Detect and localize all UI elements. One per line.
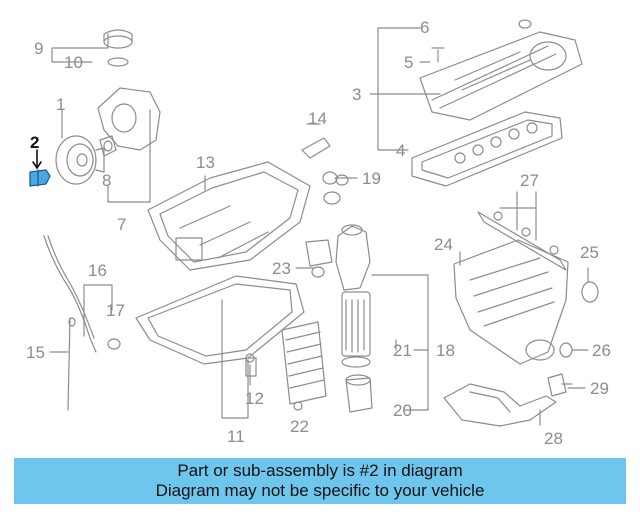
- part-14-sleeve: [301, 137, 331, 159]
- callout-21: 21: [393, 341, 412, 360]
- callout-27: 27: [520, 171, 539, 190]
- callout-14: 14: [308, 109, 327, 128]
- banner-line-2: Diagram may not be specific to your vehi…: [155, 481, 485, 500]
- callout-9: 9: [34, 39, 44, 58]
- valve-cover: [419, 19, 583, 121]
- seal-26: [559, 342, 573, 358]
- callout-6: 6: [420, 18, 430, 37]
- info-banner: Part or sub-assembly is #2 in diagram Di…: [14, 458, 626, 504]
- callout-24: 24: [434, 235, 453, 254]
- crank-pulley: [55, 135, 105, 185]
- callout-17: 17: [106, 301, 125, 320]
- callout-7: 7: [117, 215, 127, 234]
- valve-cover-gasket: [411, 111, 563, 187]
- drain-bolt-12: [245, 357, 257, 377]
- intake-manifold: [453, 239, 569, 365]
- callout-8: 8: [102, 171, 112, 190]
- bracket-28: [443, 383, 557, 427]
- callout-26: 26: [592, 341, 611, 360]
- seals-19: [322, 171, 349, 205]
- callout-12: 12: [245, 389, 264, 408]
- upper-oil-pan: [147, 161, 311, 271]
- oil-filler-cap: [103, 29, 133, 67]
- bolt-part-2: [29, 149, 51, 187]
- manifold-gasket-27: [477, 211, 567, 271]
- callout-2: 2: [30, 133, 40, 152]
- seal-25: [581, 281, 599, 303]
- callout-25: 25: [580, 243, 599, 262]
- callout-10: 10: [64, 53, 83, 72]
- callout-16: 16: [88, 261, 107, 280]
- lower-oil-pan: [135, 275, 305, 365]
- timing-cover: [97, 87, 161, 157]
- callout-15: 15: [26, 343, 45, 362]
- callout-5: 5: [404, 53, 414, 72]
- leader-lines: [49, 27, 589, 426]
- sensor-29: [547, 373, 573, 397]
- callout-4: 4: [396, 141, 406, 160]
- dipstick: [43, 235, 121, 411]
- callout-22: 22: [290, 417, 309, 436]
- gasket-23: [305, 239, 333, 278]
- banner-line-1: Part or sub-assembly is #2 in diagram: [177, 461, 463, 480]
- callout-3: 3: [352, 85, 362, 104]
- callout-11: 11: [227, 427, 245, 446]
- callout-19: 19: [362, 169, 381, 188]
- oil-cooler: [281, 321, 327, 411]
- callout-1: 1: [56, 95, 66, 114]
- callout-20: 20: [393, 401, 412, 420]
- callout-28: 28: [544, 429, 563, 448]
- oil-filter-housing: [335, 224, 373, 413]
- callout-13: 13: [196, 153, 215, 172]
- callout-18: 18: [436, 341, 455, 360]
- callout-29: 29: [590, 379, 609, 398]
- callout-23: 23: [272, 259, 291, 278]
